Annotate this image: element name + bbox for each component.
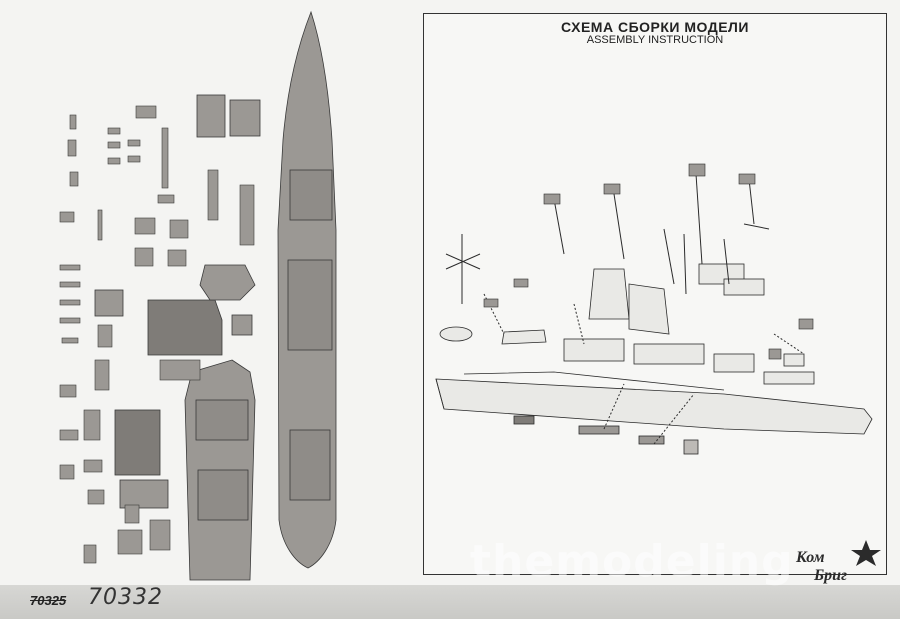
new-kit-code: 70332	[88, 585, 163, 610]
bottom-band	[0, 585, 900, 619]
bridge-part	[199, 264, 256, 301]
title-russian: СХЕМА СБОРКИ МОДЕЛИ	[561, 19, 749, 35]
parts-layout	[59, 10, 337, 581]
old-kit-code: 70325	[30, 593, 67, 608]
kombrig-logo: Ком Бриг	[795, 540, 881, 584]
title-english: ASSEMBLY INSTRUCTION	[586, 34, 724, 46]
svg-text:Ком: Ком	[795, 549, 825, 566]
superstructure-block-3	[713, 353, 755, 373]
helipad-part	[439, 326, 473, 342]
superstructure-block-2	[633, 343, 705, 365]
exploded-assembly-diagram	[435, 163, 873, 455]
bridge-block	[588, 268, 630, 320]
radar-part	[688, 163, 706, 177]
watermark: themodeling	[470, 536, 794, 587]
small-parts-cluster	[59, 105, 255, 564]
ship-hull	[435, 378, 873, 435]
superstructure-part	[147, 299, 223, 356]
superstructure-block-1	[563, 338, 625, 362]
assembly-frame: СХЕМА СБОРКИ МОДЕЛИ ASSEMBLY INSTRUCTION	[423, 13, 887, 575]
svg-text:Бриг: Бриг	[813, 567, 847, 584]
